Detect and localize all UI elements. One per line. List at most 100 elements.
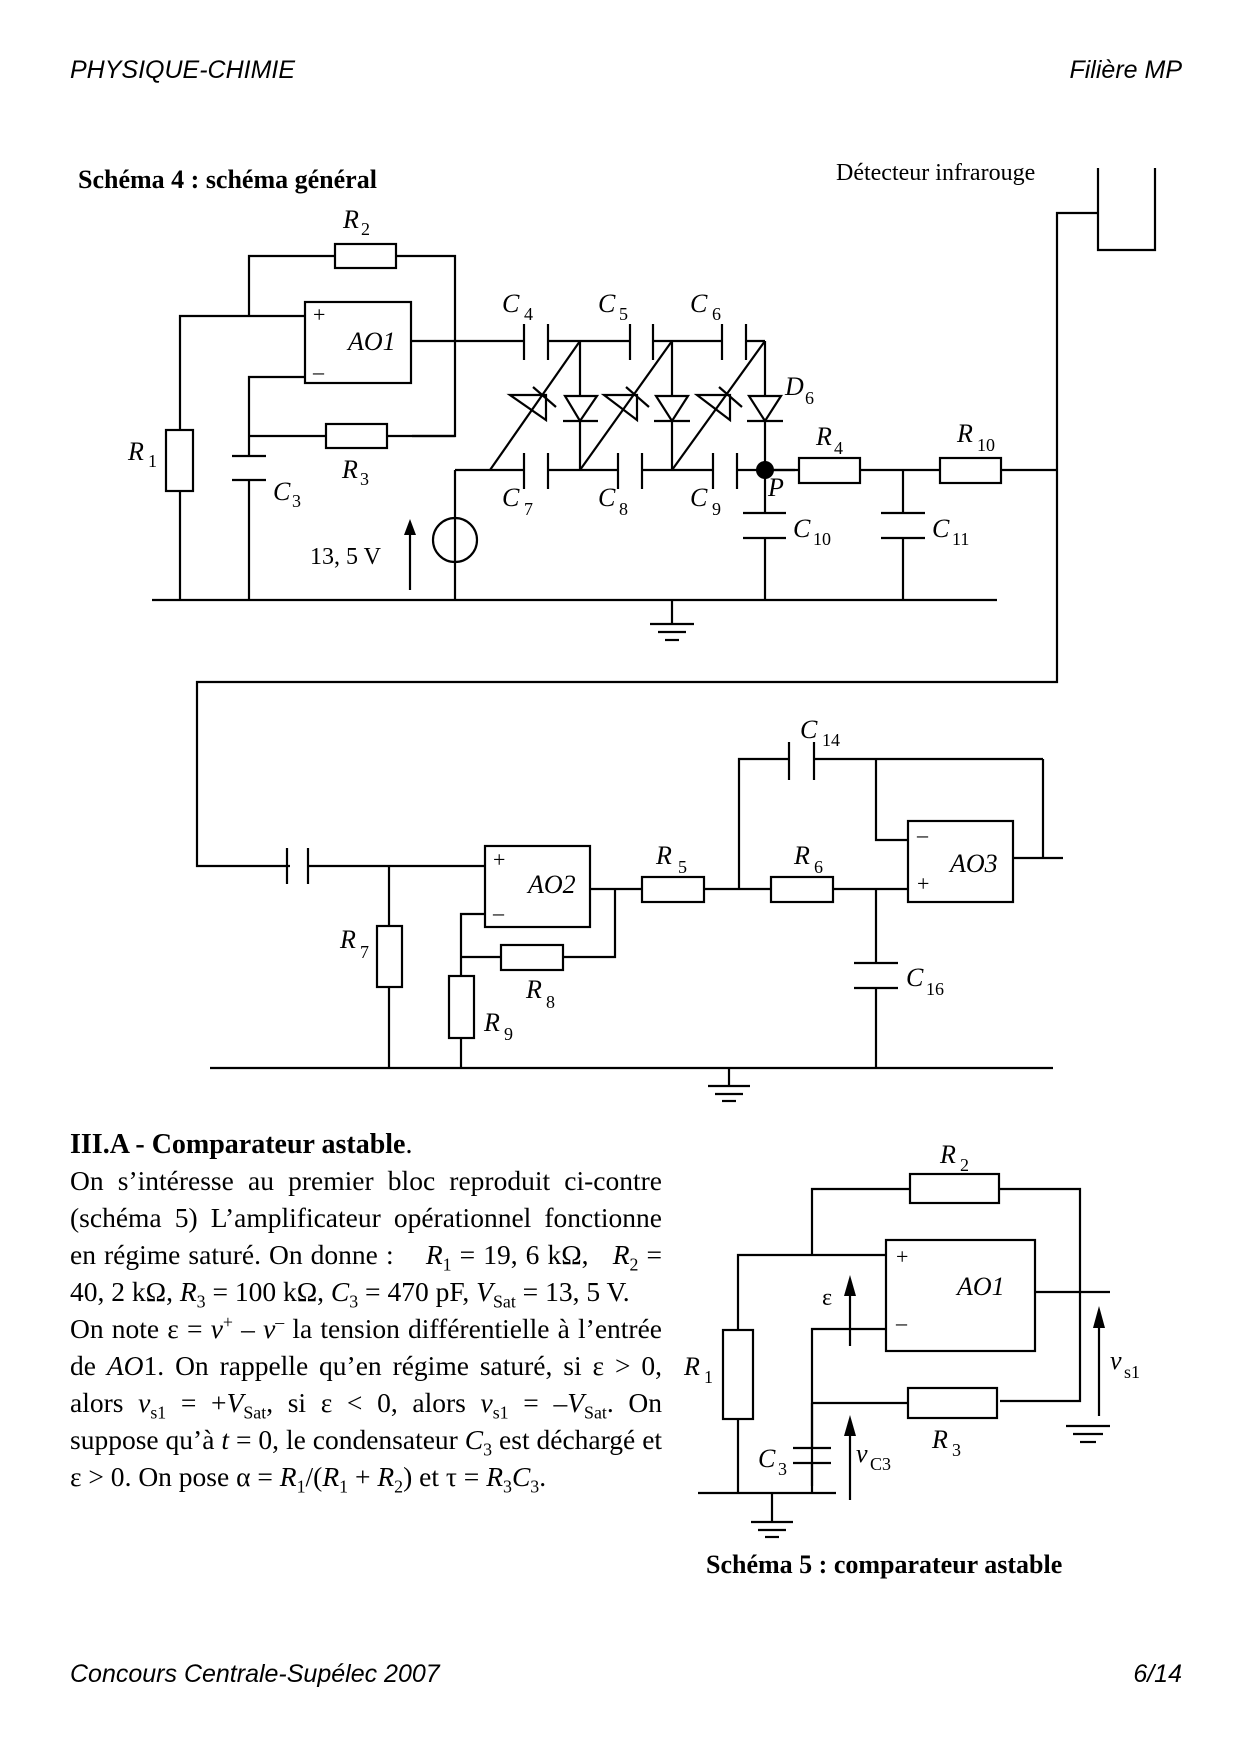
svg-text:11: 11	[952, 529, 969, 549]
s5-ao1-opamp	[884, 1238, 1037, 1353]
svg-text:–: –	[312, 359, 325, 384]
svg-text:10: 10	[977, 435, 995, 455]
diode-d6	[746, 394, 784, 424]
svg-text:R: R	[341, 455, 358, 484]
svg-text:AO2: AO2	[526, 870, 576, 899]
svg-text:14: 14	[822, 730, 840, 750]
svg-text:R: R	[655, 841, 672, 870]
ao1-opamp: + – AO1	[303, 300, 413, 385]
svg-text:C: C	[758, 1444, 776, 1473]
svg-text:R: R	[956, 419, 973, 448]
schema5-caption: Schéma 5 : comparateur astable	[706, 1550, 1062, 1579]
svg-text:10: 10	[813, 529, 831, 549]
svg-text:16: 16	[926, 979, 944, 999]
svg-text:R: R	[483, 1008, 500, 1037]
footer-page-number: 6/14	[1133, 1660, 1182, 1688]
svg-text:C: C	[906, 963, 924, 992]
resistor-r1	[164, 428, 195, 493]
svg-text:6: 6	[712, 304, 721, 324]
capacitor-c16	[854, 889, 898, 1068]
svg-text:C: C	[273, 477, 291, 506]
resistor-r8	[499, 943, 565, 972]
svg-text:+: +	[313, 302, 325, 327]
svg-text:1: 1	[148, 451, 157, 471]
header-track: Filière MP	[1069, 56, 1182, 84]
svg-text:R: R	[342, 205, 359, 234]
s5-resistor-r1	[721, 1328, 755, 1421]
svg-text:4: 4	[524, 304, 533, 324]
svg-text:8: 8	[546, 992, 555, 1012]
svg-text:2: 2	[960, 1155, 969, 1175]
resistor-r6	[769, 875, 835, 904]
svg-text:R: R	[683, 1352, 700, 1381]
svg-text:R: R	[931, 1425, 948, 1454]
ao3-opamp: – + AO3	[906, 819, 1015, 904]
capacitor-c11	[881, 470, 925, 600]
ground-icon	[650, 600, 694, 642]
svg-text:C: C	[932, 514, 950, 543]
voltage-source	[404, 516, 479, 590]
coupling-capacitor	[285, 848, 310, 884]
svg-text:D: D	[784, 372, 804, 401]
svg-text:+: +	[896, 1244, 908, 1269]
svg-text:R: R	[939, 1140, 956, 1169]
svg-text:v: v	[856, 1439, 868, 1468]
svg-text:+: +	[917, 871, 929, 896]
svg-text:C: C	[690, 483, 708, 512]
capacitor-c7	[522, 453, 550, 489]
s5-resistor-r3	[906, 1386, 999, 1420]
capacitor-c3	[232, 454, 266, 600]
svg-text:3: 3	[778, 1459, 787, 1479]
capacitor-c5	[628, 324, 655, 360]
resistor-r9	[447, 974, 476, 1040]
svg-text:C: C	[800, 715, 818, 744]
svg-text:5: 5	[619, 304, 628, 324]
resistor-r3	[324, 422, 389, 450]
svg-text:9: 9	[712, 499, 721, 519]
resistor-r5	[640, 875, 706, 904]
schema4-caption: Schéma 4 : schéma général	[78, 165, 377, 194]
svg-text:–: –	[916, 822, 929, 847]
capacitor-c4	[522, 324, 550, 360]
source-voltage-label: 13, 5 V	[310, 544, 382, 570]
diode-ladder	[489, 340, 784, 471]
svg-text:6: 6	[805, 388, 814, 408]
svg-text:R: R	[525, 975, 542, 1004]
svg-text:2: 2	[361, 219, 370, 239]
svg-text:–: –	[492, 900, 505, 925]
svg-text:C: C	[793, 514, 811, 543]
capacitor-c14	[787, 742, 816, 780]
svg-text:C: C	[598, 289, 616, 318]
section-title: III.A - Comparateur astable.	[70, 1129, 413, 1160]
infrared-detector	[195, 168, 1157, 868]
s5-resistor-r2	[908, 1172, 1001, 1205]
ao2-opamp: + – AO2	[483, 844, 592, 929]
svg-text:C: C	[502, 289, 520, 318]
capacitor-c6	[720, 324, 748, 360]
svg-text:C: C	[690, 289, 708, 318]
s5-epsilon-label: ε	[822, 1285, 832, 1311]
resistor-r10	[938, 456, 1003, 485]
detector-label: Détecteur infrarouge	[836, 160, 1035, 186]
svg-text:3: 3	[292, 491, 301, 511]
svg-text:R: R	[815, 422, 832, 451]
